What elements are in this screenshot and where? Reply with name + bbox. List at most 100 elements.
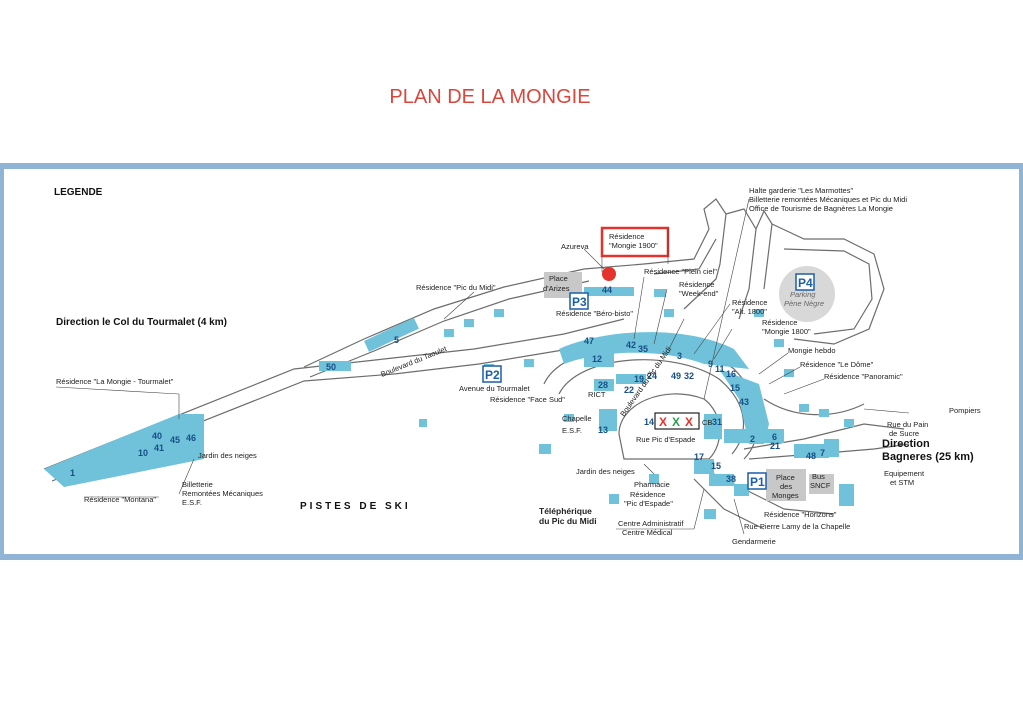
svg-text:Parking: Parking xyxy=(790,290,816,299)
svg-text:Halte garderie "Les Marmottes": Halte garderie "Les Marmottes" xyxy=(749,186,853,195)
buildings xyxy=(44,287,854,519)
svg-text:Place: Place xyxy=(776,473,795,482)
parking-p1: P1 xyxy=(747,472,767,490)
svg-text:RICT: RICT xyxy=(588,390,606,399)
svg-text:Chapelle: Chapelle xyxy=(562,414,592,423)
mongie-1900-marker xyxy=(602,267,616,281)
svg-text:"Mongie 1800": "Mongie 1800" xyxy=(762,327,811,336)
svg-text:P2: P2 xyxy=(485,368,500,382)
svg-text:Billetterie remontées Mécaniqu: Billetterie remontées Mécaniques et Pic … xyxy=(749,195,907,204)
svg-text:15: 15 xyxy=(730,383,740,393)
svg-text:7: 7 xyxy=(820,448,825,458)
svg-text:50: 50 xyxy=(326,362,336,372)
parking-p4: P4 xyxy=(795,273,815,291)
svg-text:Résidence: Résidence xyxy=(732,298,767,307)
svg-text:49: 49 xyxy=(671,371,681,381)
svg-text:Azureva: Azureva xyxy=(561,242,589,251)
place-monges xyxy=(766,469,806,501)
svg-text:"Mongie 1900": "Mongie 1900" xyxy=(609,241,658,250)
svg-text:24: 24 xyxy=(647,371,657,381)
svg-text:Résidence "Pic du Midi": Résidence "Pic du Midi" xyxy=(416,283,496,292)
svg-text:Résidence "Montana": Résidence "Montana" xyxy=(84,495,156,504)
svg-text:1: 1 xyxy=(70,468,75,478)
svg-text:42: 42 xyxy=(626,340,636,350)
svg-text:Rue Pierre Lamy de la Chapelle: Rue Pierre Lamy de la Chapelle xyxy=(744,522,850,531)
svg-text:SNCF: SNCF xyxy=(810,481,831,490)
svg-text:Remontées Mécaniques: Remontées Mécaniques xyxy=(182,489,263,498)
svg-text:Mongie hebdo: Mongie hebdo xyxy=(788,346,836,355)
svg-text:Equipement: Equipement xyxy=(884,469,925,478)
svg-text:11: 11 xyxy=(715,364,725,374)
svg-text:Résidence "Le Dôme": Résidence "Le Dôme" xyxy=(800,360,874,369)
svg-text:44: 44 xyxy=(602,285,612,295)
direction-bagneres-2: Bagneres (25 km) xyxy=(882,451,974,463)
svg-text:12: 12 xyxy=(592,354,602,364)
svg-text:35: 35 xyxy=(638,344,648,354)
svg-text:2: 2 xyxy=(750,434,755,444)
svg-text:14: 14 xyxy=(644,417,654,427)
svg-text:Rue du Pain: Rue du Pain xyxy=(887,420,928,429)
svg-text:10: 10 xyxy=(138,448,148,458)
svg-text:Résidence: Résidence xyxy=(762,318,797,327)
pistes-ski: PISTES DE SKI xyxy=(300,501,411,512)
svg-text:Résidence "Béro-bisto": Résidence "Béro-bisto" xyxy=(556,309,633,318)
svg-text:48: 48 xyxy=(806,451,816,461)
telepherique-1: Téléphérique xyxy=(539,506,592,516)
bus-area xyxy=(809,474,834,494)
svg-text:E.S.F.: E.S.F. xyxy=(562,426,582,435)
svg-text:Gendarmerie: Gendarmerie xyxy=(732,537,776,546)
svg-text:Résidence: Résidence xyxy=(679,280,714,289)
svg-text:Bus: Bus xyxy=(812,472,825,481)
svg-text:17: 17 xyxy=(694,452,704,462)
svg-text:6: 6 xyxy=(772,432,777,442)
svg-text:47: 47 xyxy=(584,336,594,346)
legend-label: LEGENDE xyxy=(54,187,103,198)
svg-text:Résidence "Horizons": Résidence "Horizons" xyxy=(764,510,837,519)
leader-lines xyxy=(55,198,910,535)
svg-text:15: 15 xyxy=(711,461,721,471)
svg-text:Billetterie: Billetterie xyxy=(182,480,213,489)
svg-text:41: 41 xyxy=(154,443,164,453)
svg-text:Pompiers: Pompiers xyxy=(949,406,981,415)
cross-1: X xyxy=(659,415,667,429)
svg-text:16: 16 xyxy=(726,369,736,379)
svg-text:Résidence: Résidence xyxy=(630,490,665,499)
building-numbers: 1 5 50 40 41 45 46 10 44 47 42 35 12 3 1… xyxy=(70,285,825,484)
svg-text:Jardin des neiges: Jardin des neiges xyxy=(198,451,257,460)
svg-text:Résidence "Plein ciel": Résidence "Plein ciel" xyxy=(644,267,717,276)
svg-text:Centre Médical: Centre Médical xyxy=(622,528,673,537)
svg-text:Résidence "Panoramic": Résidence "Panoramic" xyxy=(824,372,903,381)
svg-text:Pène Nègre: Pène Nègre xyxy=(784,299,824,308)
parking-pene-negre xyxy=(779,266,835,322)
svg-text:46: 46 xyxy=(186,433,196,443)
svg-text:45: 45 xyxy=(170,435,180,445)
svg-text:Pharmacie: Pharmacie xyxy=(634,480,670,489)
svg-text:Résidence "La Mongie - Tourmal: Résidence "La Mongie - Tourmalet" xyxy=(56,377,174,386)
svg-text:31: 31 xyxy=(712,417,722,427)
svg-text:Jardin des neiges: Jardin des neiges xyxy=(576,467,635,476)
svg-text:Résidence "Face Sud": Résidence "Face Sud" xyxy=(490,395,565,404)
svg-text:Avenue du Tourmalet: Avenue du Tourmalet xyxy=(459,384,531,393)
svg-text:43: 43 xyxy=(739,397,749,407)
svg-text:22: 22 xyxy=(624,385,634,395)
svg-text:19: 19 xyxy=(634,374,644,384)
svg-text:des: des xyxy=(780,482,792,491)
telepherique-2: du Pic du Midi xyxy=(539,516,597,526)
svg-text:Office de Tourisme de Bagnères: Office de Tourisme de Bagnères La Mongie xyxy=(749,204,893,213)
svg-text:Place: Place xyxy=(549,274,568,283)
svg-text:28: 28 xyxy=(598,380,608,390)
svg-text:de Sucre: de Sucre xyxy=(889,429,919,438)
svg-text:32: 32 xyxy=(684,371,694,381)
svg-text:13: 13 xyxy=(598,425,608,435)
direction-tourmalet: Direction le Col du Tourmalet (4 km) xyxy=(56,317,227,328)
cross-2: X xyxy=(672,415,680,429)
map-frame: LEGENDE xyxy=(0,163,1023,560)
svg-text:P4: P4 xyxy=(798,276,813,290)
parking-p3: P3 xyxy=(569,292,589,310)
svg-text:"Alt. 1800": "Alt. 1800" xyxy=(732,307,767,316)
svg-text:P1: P1 xyxy=(750,475,765,489)
svg-text:d'Arizes: d'Arizes xyxy=(543,284,570,293)
direction-bagneres-1: Direction xyxy=(882,438,930,450)
svg-text:40: 40 xyxy=(152,431,162,441)
svg-text:5: 5 xyxy=(394,335,399,345)
